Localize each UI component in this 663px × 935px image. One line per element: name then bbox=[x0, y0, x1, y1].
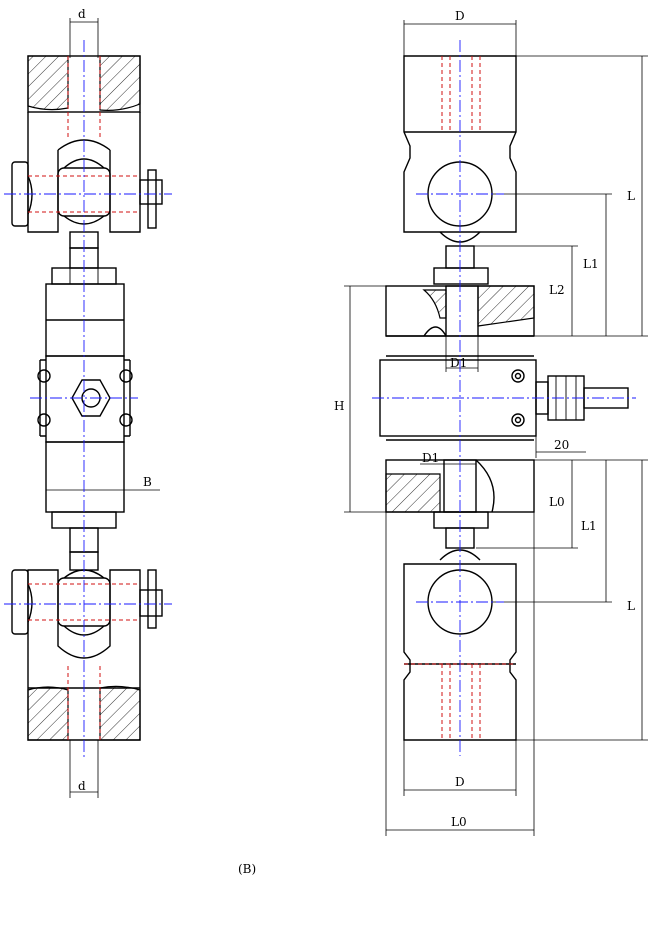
left-sensor-body bbox=[37, 283, 160, 513]
label-l0-right: L0 bbox=[549, 495, 565, 509]
label-d-cap-top: D bbox=[455, 9, 465, 23]
bottom-nut bbox=[433, 511, 489, 549]
label-l1-top: L1 bbox=[583, 257, 599, 271]
figure-caption: (B) bbox=[238, 862, 256, 876]
label-l-bottom: L bbox=[627, 599, 635, 613]
right-view bbox=[344, 20, 648, 836]
label-d1-top: D1 bbox=[450, 356, 467, 370]
label-d1-bottom: D1 bbox=[422, 451, 439, 465]
label-l1-bottom: L1 bbox=[581, 519, 597, 533]
top-clevis-block bbox=[27, 55, 141, 233]
bottom-pin bbox=[11, 569, 163, 741]
label-d-cap-bottom: D bbox=[455, 775, 465, 789]
label-20: 20 bbox=[554, 438, 569, 452]
label-l2: L2 bbox=[549, 283, 565, 297]
label-d-bottom: d bbox=[78, 779, 86, 793]
label-b: B bbox=[143, 475, 152, 489]
top-nut bbox=[433, 245, 489, 285]
label-d-top: d bbox=[78, 7, 86, 21]
label-l0-bottom: L0 bbox=[451, 815, 467, 829]
label-l-top: L bbox=[627, 189, 635, 203]
left-view bbox=[4, 18, 172, 798]
label-h: H bbox=[334, 399, 344, 413]
